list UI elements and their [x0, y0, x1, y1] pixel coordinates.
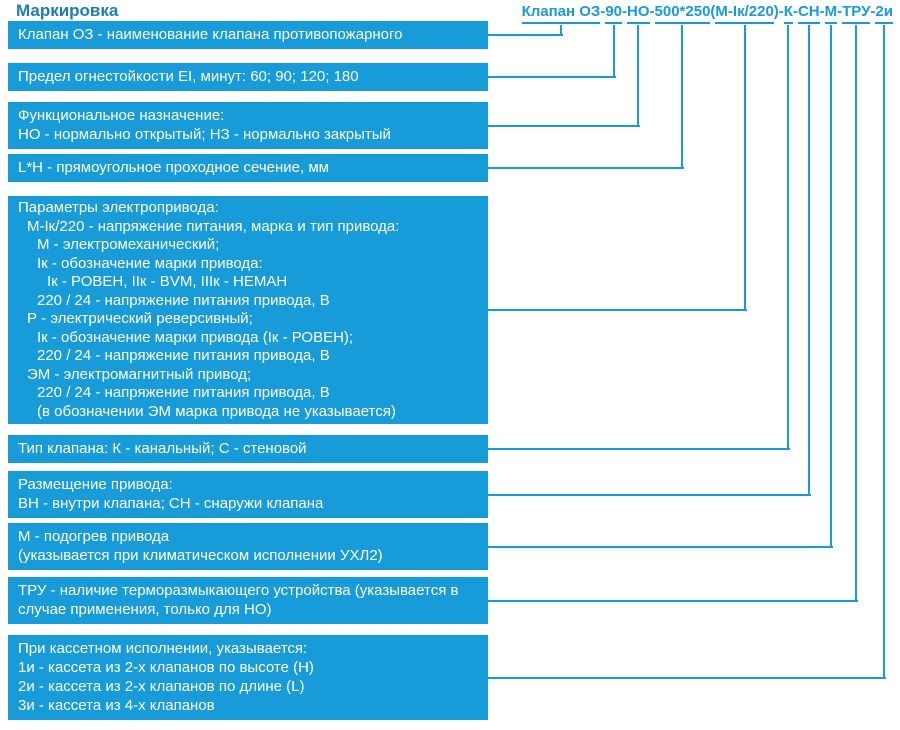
connector-h-line: [488, 309, 747, 311]
connector-v-line: [855, 25, 857, 602]
box-line: 2и - кассета из 2-х клапанов по длине (L…: [18, 678, 305, 695]
box-valve-type: Тип клапана: К - канальный; С - стеновой: [8, 435, 488, 463]
connector-v-line: [830, 25, 832, 548]
code-segment-fire-resistance: 90: [605, 3, 623, 24]
connector-h-line: [488, 600, 858, 602]
connector-h-line: [488, 167, 684, 169]
box-function: Функциональное назначение: НО - нормальн…: [8, 102, 488, 149]
code-segment-drive-heating: М: [824, 3, 838, 24]
box-cassette: При кассетном исполнении, указывается: 1…: [8, 635, 488, 720]
box-line: 3и - кассета из 4-х клапанов: [18, 697, 215, 714]
box-line: Iк - РОВЕН, IIк - BVM, IIIк - НЕМАН: [47, 273, 288, 290]
box-cross-section: L*H - прямоугольное проходное сечение, м…: [8, 154, 488, 182]
code-segment-drive-placement: СН: [797, 3, 820, 24]
box-line: ЭМ - электромагнитный привод;: [27, 365, 252, 383]
box-line: 220 / 24 - напряжение питания привода, В: [37, 347, 330, 364]
box-line: НО - нормально открытый; НЗ - нормально …: [18, 126, 391, 143]
box-line: Функциональное назначение:: [18, 107, 225, 124]
code-segment-cross-section: 500*250: [654, 3, 711, 24]
page-title: Маркировка: [16, 1, 119, 20]
connector-v-line: [787, 25, 789, 450]
box-line: 220 / 24 - напряжение питания привода, В: [37, 384, 330, 401]
box-drive-heating: М - подогрев привода (указывается при кл…: [8, 523, 488, 570]
code-segment-function: НО: [627, 3, 650, 24]
code-segment-drive-params: М-Iк/220: [715, 3, 774, 24]
box-valve-name: Клапан ОЗ - наименование клапана противо…: [8, 21, 488, 49]
box-line: Параметры электропривода:: [18, 199, 219, 216]
box-line: ТРУ - наличие терморазмыкающего устройст…: [18, 582, 459, 599]
code-separator: -: [870, 3, 876, 20]
code-separator: (: [710, 3, 716, 20]
box-line: случае применения, только для НО): [18, 601, 272, 618]
connector-h-line: [488, 677, 886, 679]
box-line: Iк - обозначение марки привода (Iк - РОВ…: [37, 328, 354, 346]
box-tru-device: ТРУ - наличие терморазмыкающего устройст…: [8, 577, 488, 624]
box-drive-params: Параметры электропривода: М-Iк/220 - нап…: [8, 196, 488, 424]
box-line: Р - электрический реверсивный;: [27, 310, 253, 327]
connector-h-line: [488, 76, 616, 78]
connector-h-line: [488, 125, 640, 127]
box-line: Клапан ОЗ - наименование клапана противо…: [18, 26, 403, 43]
code-separator: -: [649, 3, 655, 20]
box-line: При кассетном исполнении, указывается:: [18, 640, 308, 657]
code-separator: )-: [773, 3, 784, 20]
box-line: Размещение привода:: [18, 476, 173, 493]
box-line: Iк - обозначение марки привода:: [37, 254, 263, 272]
box-line: Тип клапана: К - канальный; С - стеновой: [18, 440, 307, 457]
product-code: Клапан ОЗ-90-НО-500*250(М-Iк/220)-К-СН-М…: [521, 3, 893, 24]
code-separator: -: [819, 3, 825, 20]
box-line: М-Iк/220 - напряжение питания, марка и т…: [27, 217, 400, 235]
box-line: 1и - кассета из 2-х клапанов по высоте (…: [18, 659, 314, 676]
code-separator: -: [792, 3, 798, 20]
code-segment-tru: ТРУ: [842, 3, 871, 24]
connector-v-line: [560, 25, 562, 36]
connector-v-line: [744, 25, 746, 311]
box-line: 220 / 24 - напряжение питания привода, В: [37, 291, 330, 309]
connector-h-line: [488, 546, 833, 548]
box-line: (указывается при климатическом исполнени…: [18, 547, 383, 564]
connector-v-line: [637, 25, 639, 127]
box-line: М - электромеханический;: [37, 236, 220, 253]
code-segment-valve-type: К: [783, 3, 793, 24]
connector-v-line: [808, 25, 810, 496]
code-separator: -: [600, 3, 606, 20]
connector-h-line: [488, 448, 790, 450]
connector-h-line: [488, 494, 811, 496]
code-segment-valve-name: Клапан ОЗ: [521, 3, 601, 24]
connector-v-line: [883, 25, 885, 679]
connector-v-line: [613, 25, 615, 78]
code-segment-cassette: 2и: [875, 3, 893, 24]
box-line: Предел огнестойкости EI, минут: 60; 90; …: [18, 68, 359, 85]
box-drive-placement: Размещение привода: ВН - внутри клапана;…: [8, 471, 488, 518]
connector-h-line: [488, 34, 563, 36]
box-line: ВН - внутри клапана; СН - снаружи клапан…: [18, 495, 324, 512]
box-line: L*H - прямоугольное проходное сечение, м…: [18, 159, 329, 176]
box-fire-resistance: Предел огнестойкости EI, минут: 60; 90; …: [8, 63, 488, 91]
code-separator: -: [837, 3, 843, 20]
code-separator: -: [622, 3, 628, 20]
box-line: М - подогрев привода: [18, 528, 170, 545]
box-line: (в обозначении ЭМ марка привода не указы…: [37, 402, 396, 420]
connector-v-line: [681, 25, 683, 169]
